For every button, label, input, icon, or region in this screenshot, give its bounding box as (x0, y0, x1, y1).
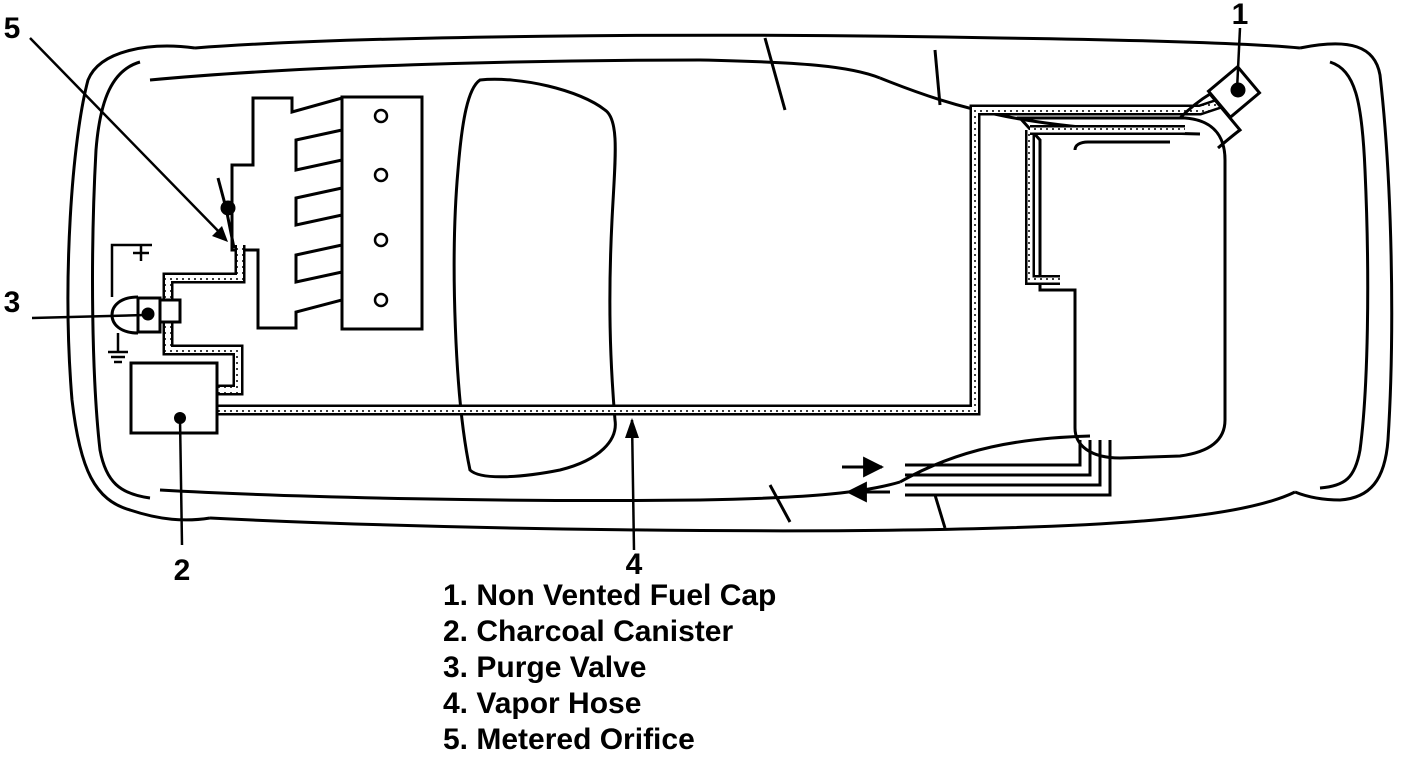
fuel-tank (1016, 116, 1227, 460)
legend-item: 1. Non Vented Fuel Cap (443, 579, 777, 612)
legend-item: 3. Purge Valve (443, 651, 647, 684)
purge-valve-wiring (108, 243, 152, 364)
purge-hose (162, 245, 246, 396)
callout-3: 3 (4, 286, 21, 319)
cabin-outline (452, 77, 617, 479)
callout-2: 2 (174, 554, 191, 587)
engine-intake-manifold (230, 95, 424, 331)
metered-orifice-fitting (216, 177, 236, 249)
callout-4: 4 (626, 548, 643, 581)
fuel-flow-arrows (842, 456, 890, 503)
callout-1: 1 (1232, 0, 1249, 31)
legend-item: 2. Charcoal Canister (443, 615, 734, 648)
vapor-hose (218, 94, 1232, 416)
leader-lines (29, 27, 1242, 551)
engine-bolt-holes (373, 108, 389, 308)
legend-item: 5. Metered Orifice (443, 723, 695, 756)
leader-dots (174, 412, 186, 424)
charcoal-canister (129, 361, 219, 435)
leader-arrowheads (212, 226, 639, 438)
legend-item: 4. Vapor Hose (443, 687, 642, 720)
parts-legend: 1. Non Vented Fuel Cap 2. Charcoal Canis… (443, 578, 776, 758)
fuel-lines (905, 440, 1112, 497)
car-body-outline (66, 33, 1394, 533)
fuel-filler-neck (1178, 64, 1262, 150)
callout-5: 5 (4, 12, 21, 45)
